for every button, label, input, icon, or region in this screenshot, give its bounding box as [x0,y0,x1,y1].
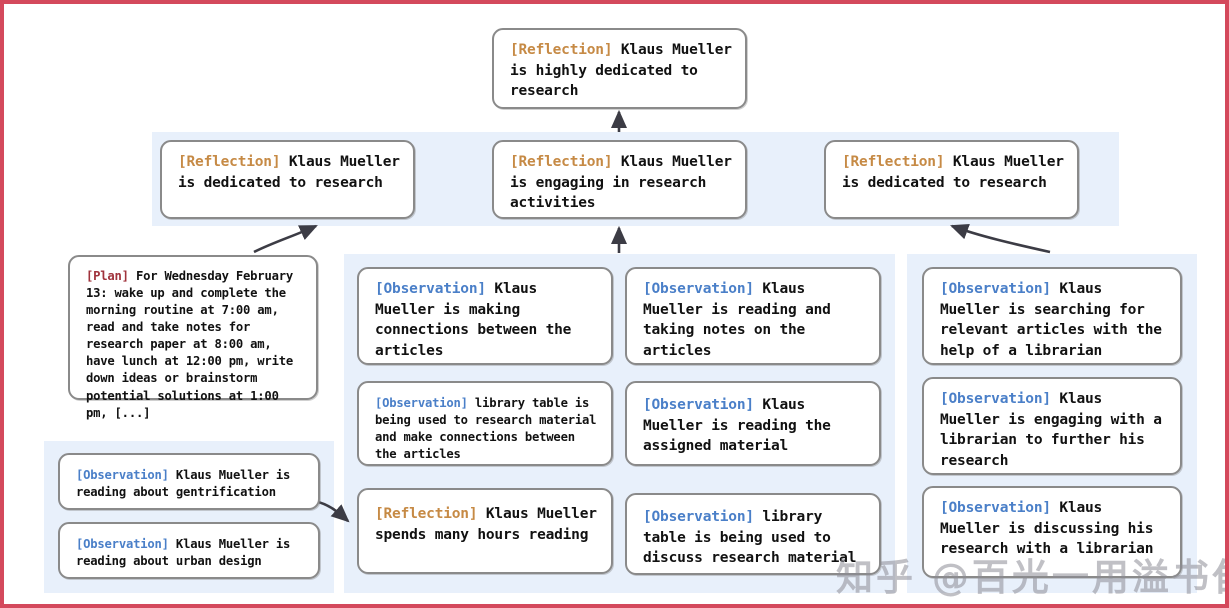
node-col4-observation-engaging-librarian[interactable]: [Observation] Klaus Mueller is engaging … [922,377,1182,475]
observation-tag: [Observation] [76,537,169,551]
observation-tag: [Observation] [940,500,1051,516]
node-reflection-right[interactable]: [Reflection] Klaus Mueller is dedicated … [824,140,1079,219]
node-text: library table is being used to research … [375,396,604,462]
node-reflection-mid[interactable]: [Reflection] Klaus Mueller is engaging i… [492,140,747,219]
node-root-reflection[interactable]: [Reflection] Klaus Mueller is highly ded… [492,28,747,109]
observation-tag: [Observation] [643,509,754,525]
reflection-tag: [Reflection] [510,154,613,170]
node-reflection-left[interactable]: [Reflection] Klaus Mueller is dedicated … [160,140,415,219]
node-col3-observation-assigned-material[interactable]: [Observation] Klaus Mueller is reading t… [625,381,881,466]
observation-tag: [Observation] [643,397,754,413]
reflection-tag: [Reflection] [510,42,613,58]
node-text: Klaus Mueller is searching for relevant … [940,281,1171,359]
node-col2-reflection-hours-reading[interactable]: [Reflection] Klaus Mueller spends many h… [357,488,613,574]
reflection-tag: [Reflection] [375,506,478,522]
node-text: Klaus Mueller is discussing his research… [940,500,1162,558]
node-col2-observation-connections[interactable]: [Observation] Klaus Mueller is making co… [357,267,613,365]
plan-tag: [Plan] [86,269,129,283]
node-plan[interactable]: [Plan] For Wednesday February 13: wake u… [68,255,318,420]
arrow-col4-to-reflection-right [950,224,1051,254]
observation-tag: [Observation] [375,396,468,410]
node-text: Klaus Mueller is highly dedicated to res… [510,42,741,100]
node-text: Klaus Mueller is engaging in research ac… [510,154,741,212]
node-text: For Wednesday February 13: wake up and c… [86,269,301,420]
node-text: Klaus Mueller is reading the assigned ma… [643,397,840,455]
node-col3-observation-discuss-material[interactable]: [Observation] library table is being use… [625,493,881,575]
observation-tag: [Observation] [940,281,1051,297]
node-col3-observation-reading-notes[interactable]: [Observation] Klaus Mueller is reading a… [625,267,881,365]
node-text: Klaus Mueller is dedicated to research [178,154,409,191]
observation-tag: [Observation] [375,281,486,297]
observation-tag: [Observation] [643,281,754,297]
node-observation-urban-design[interactable]: [Observation] Klaus Mueller is reading a… [58,522,320,579]
node-text: Klaus Mueller is reading about urban des… [76,537,298,569]
node-text: Klaus Mueller is reading and taking note… [643,281,840,359]
observation-tag: [Observation] [76,468,169,482]
arrow-plan-to-reflection-left [253,224,318,254]
node-col4-observation-discussing-research[interactable]: [Observation] Klaus Mueller is discussin… [922,486,1182,578]
node-col4-observation-searching-articles[interactable]: [Observation] Klaus Mueller is searching… [922,267,1182,365]
observation-tag: [Observation] [940,391,1051,407]
node-text: Klaus Mueller is reading about gentrific… [76,468,298,500]
reflection-tag: [Reflection] [842,154,945,170]
node-text: Klaus Mueller is dedicated to research [842,154,1073,191]
node-text: Klaus Mueller spends many hours reading [375,506,606,543]
node-text: Klaus Mueller is making connections betw… [375,281,580,359]
node-text: library table is being used to discuss r… [643,509,857,567]
node-text: Klaus Mueller is engaging with a librari… [940,391,1171,469]
node-col2-observation-library-table[interactable]: [Observation] library table is being use… [357,381,613,466]
reflection-tag: [Reflection] [178,154,281,170]
node-observation-gentrification[interactable]: [Observation] Klaus Mueller is reading a… [58,453,320,510]
